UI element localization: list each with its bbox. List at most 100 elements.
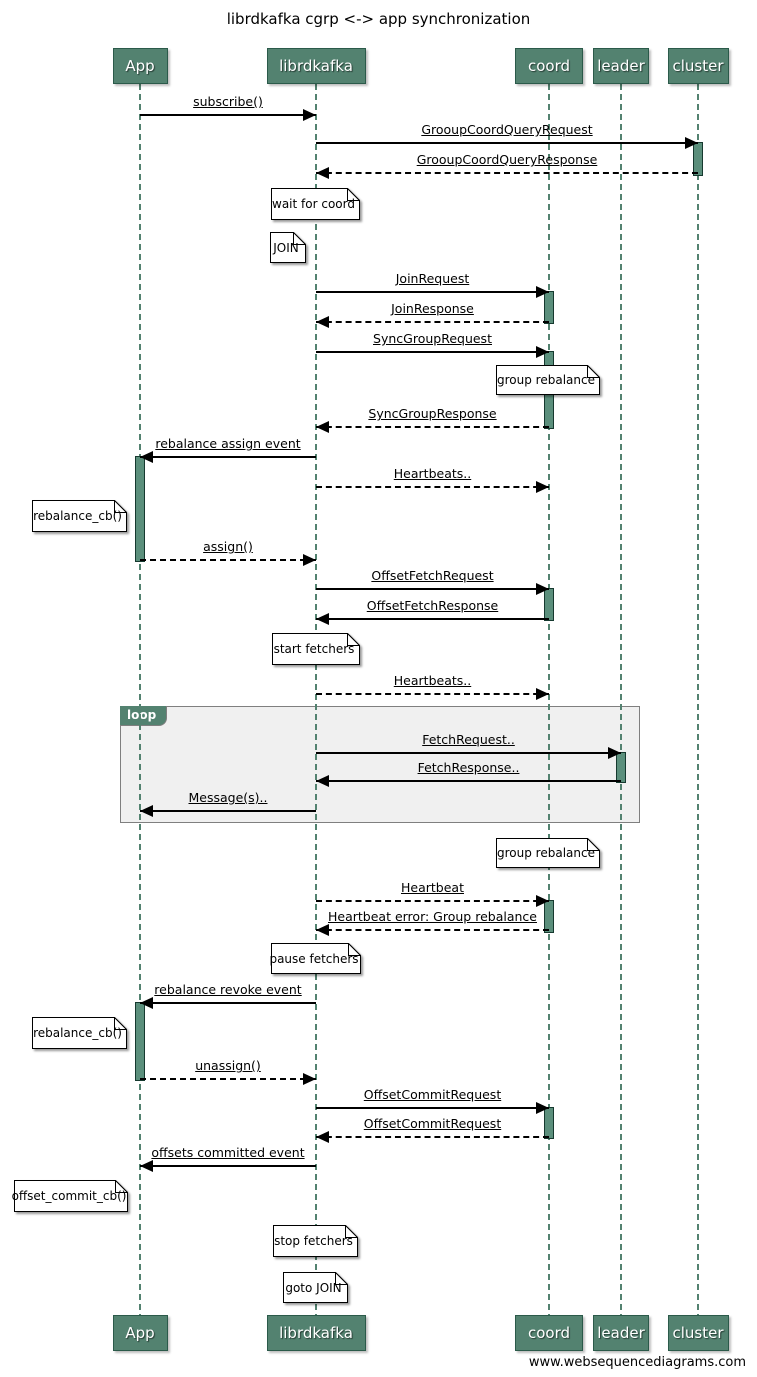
message-line	[140, 114, 316, 116]
arrowhead-icon	[536, 895, 549, 907]
actor-box-app-top: App	[112, 48, 168, 84]
note-text: offset_commit_cb()	[11, 1189, 127, 1203]
note: pause fetchers	[269, 943, 361, 974]
message-line	[140, 559, 316, 561]
activation-coord	[544, 291, 554, 324]
message-line	[140, 810, 316, 812]
message-label: SyncGroupResponse	[368, 406, 497, 421]
message-line	[140, 1002, 316, 1004]
actor-box-coord-bottom: coord	[515, 1315, 583, 1351]
message-line	[316, 1136, 549, 1138]
message-label: unassign()	[195, 1058, 261, 1073]
message-line	[316, 588, 549, 590]
activation-leader	[616, 752, 626, 783]
actor-box-leader-bottom: leader	[593, 1315, 649, 1351]
message-line	[316, 142, 698, 144]
note: JOIN	[270, 232, 306, 263]
lifeline-coord	[548, 84, 550, 1315]
message-label: Heartbeats..	[393, 673, 472, 688]
note-text: group rebalance	[497, 373, 595, 387]
message-label: OffsetFetchResponse	[366, 598, 499, 613]
arrowhead-icon	[140, 451, 153, 463]
message-label: Heartbeat	[401, 880, 464, 895]
message-label: Message(s)..	[188, 790, 268, 805]
message-line	[316, 486, 549, 488]
actor-box-librdkafka-bottom: librdkafka	[266, 1315, 366, 1351]
message-label: FetchResponse..	[417, 760, 520, 775]
arrowhead-icon	[140, 805, 153, 817]
note-text: rebalance_cb()	[33, 1026, 122, 1040]
arrowhead-icon	[303, 1073, 316, 1085]
actor-box-coord-top: coord	[515, 48, 583, 84]
message-line	[140, 456, 316, 458]
activation-cluster	[693, 142, 703, 176]
arrowhead-icon	[536, 583, 549, 595]
message-line	[316, 1107, 549, 1109]
message-label: OffsetCommitRequest	[363, 1087, 502, 1102]
loop-label: loop	[120, 706, 168, 726]
actor-box-cluster-bottom: cluster	[667, 1315, 729, 1351]
activation-coord	[544, 1107, 554, 1139]
arrowhead-icon	[316, 167, 329, 179]
note: rebalance_cb()	[32, 1017, 127, 1049]
message-label: offsets committed event	[151, 1145, 305, 1160]
message-line	[140, 1165, 316, 1167]
message-line	[316, 426, 549, 428]
note-text: group rebalance	[497, 846, 595, 860]
note-text: start fetchers	[273, 642, 355, 656]
message-line	[316, 351, 549, 353]
diagram-title: librdkafka cgrp <-> app synchronization	[226, 10, 531, 28]
note: start fetchers	[272, 633, 360, 665]
message-label: OffsetCommitRequest	[363, 1116, 502, 1131]
arrowhead-icon	[536, 1102, 549, 1114]
message-label: SyncGroupRequest	[373, 331, 492, 346]
note-text: wait for coord	[272, 197, 355, 211]
message-label: JoinRequest	[395, 271, 470, 286]
lifeline-cluster	[697, 84, 699, 1315]
arrowhead-icon	[303, 109, 316, 121]
arrowhead-icon	[316, 775, 329, 787]
actor-box-librdkafka-top: librdkafka	[266, 48, 366, 84]
message-line	[316, 321, 549, 323]
note-text: goto JOIN	[285, 1280, 342, 1295]
arrowhead-icon	[316, 421, 329, 433]
actor-box-cluster-top: cluster	[667, 48, 729, 84]
message-line	[316, 752, 621, 754]
note: stop fetchers	[273, 1225, 358, 1257]
message-label: JoinResponse	[391, 301, 474, 316]
message-label: subscribe()	[193, 94, 263, 109]
note: offset_commit_cb()	[11, 1180, 128, 1212]
message-label: GrooupCoordQueryResponse	[416, 152, 598, 167]
message-label: Heartbeats..	[393, 466, 472, 481]
arrowhead-icon	[316, 316, 329, 328]
message-line	[316, 291, 549, 293]
arrowhead-icon	[536, 286, 549, 298]
message-label: Heartbeat error: Group rebalance	[328, 909, 537, 924]
note-text: pause fetchers	[269, 951, 359, 966]
note: group rebalance	[496, 365, 600, 395]
note: rebalance_cb()	[32, 500, 127, 532]
actor-box-app-bottom: App	[112, 1315, 168, 1351]
message-label: assign()	[203, 539, 253, 554]
note-text: stop fetchers	[274, 1234, 353, 1248]
arrowhead-icon	[303, 554, 316, 566]
arrowhead-icon	[140, 997, 153, 1009]
arrowhead-icon	[536, 481, 549, 493]
message-label: rebalance assign event	[155, 436, 301, 451]
lifeline-leader	[620, 84, 622, 1315]
actor-box-leader-top: leader	[593, 48, 649, 84]
arrowhead-icon	[316, 613, 329, 625]
message-line	[140, 1078, 316, 1080]
message-label: GrooupCoordQueryRequest	[421, 122, 593, 137]
message-line	[316, 929, 549, 931]
note-text: rebalance_cb()	[33, 509, 122, 523]
message-label: FetchRequest..	[422, 732, 515, 747]
note-text: JOIN	[273, 240, 299, 255]
message-label: OffsetFetchRequest	[371, 568, 494, 583]
arrowhead-icon	[316, 924, 329, 936]
message-line	[316, 172, 698, 174]
arrowhead-icon	[608, 747, 621, 759]
message-label: rebalance revoke event	[154, 982, 302, 997]
arrowhead-icon	[316, 1131, 329, 1143]
